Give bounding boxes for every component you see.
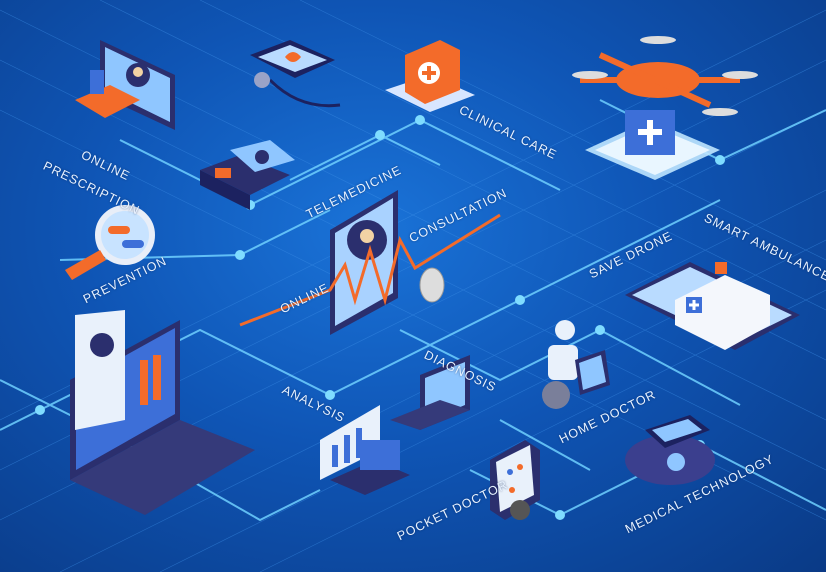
laptop-icon [70, 310, 255, 515]
robot-doctor-icon [542, 320, 610, 409]
telemedicine-device-icon [200, 140, 295, 210]
smartwatch-icon [625, 415, 715, 485]
prescription-computer-icon [75, 40, 175, 130]
analysis-chart-tubes-icon [320, 405, 410, 495]
consultation-tablet-icon [239, 190, 501, 335]
magnifier-pills-icon [65, 205, 155, 280]
pocket-doctor-phone-icon [490, 440, 540, 520]
ambulance-icon [625, 262, 800, 350]
first-aid-kit-icon [385, 40, 475, 112]
diagnosis-laptop-icon [390, 355, 470, 430]
drone-icon [572, 36, 758, 180]
heart-stethoscope-icon [250, 40, 341, 108]
